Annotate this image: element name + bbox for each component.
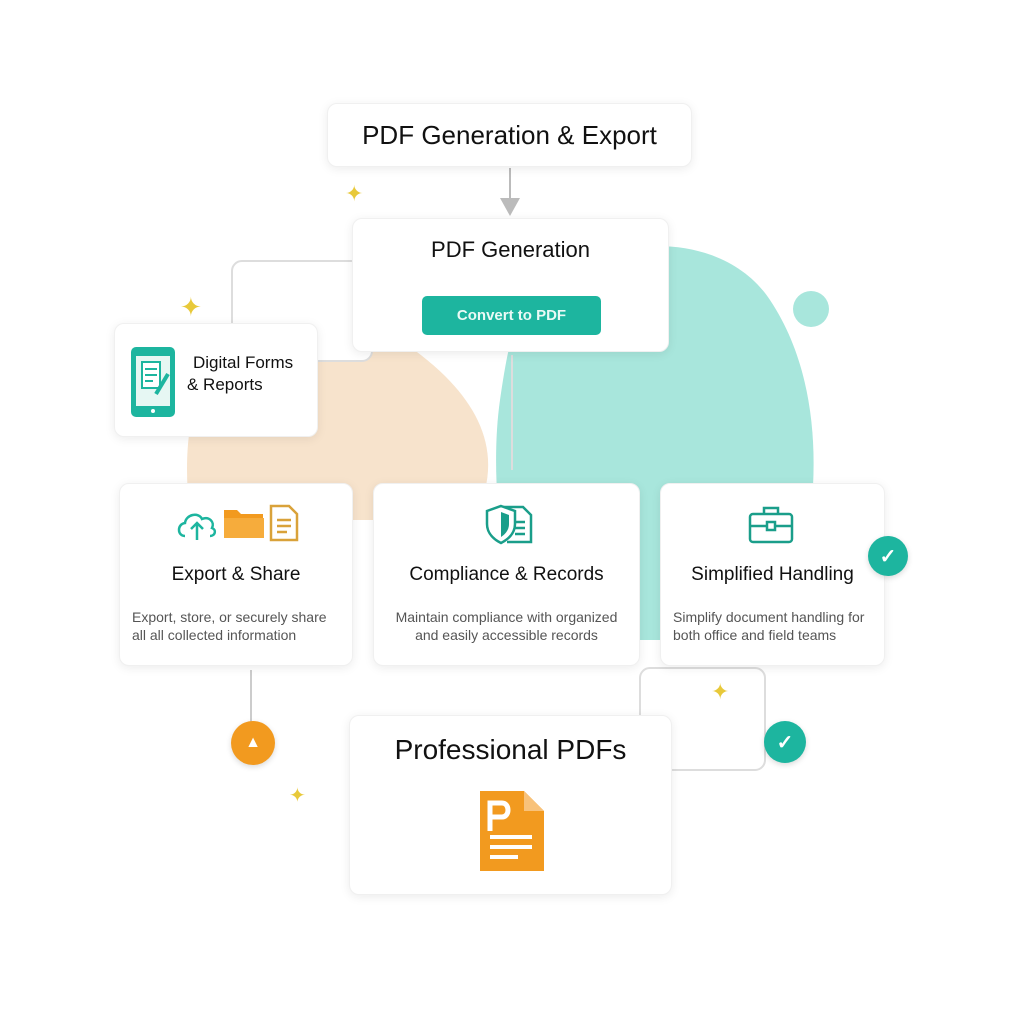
document-icon (269, 504, 299, 542)
orange-badge-icon: ▲ (231, 721, 275, 765)
digital-forms-label: Digital Forms & Reports (187, 352, 293, 396)
header-card: PDF Generation & Export (327, 103, 692, 167)
sparkle-icon: ✦ (345, 181, 364, 206)
professional-pdfs-title: Professional PDFs (394, 734, 627, 765)
check-circle-icon: ✓ (764, 721, 806, 763)
digital-forms-card: Digital Forms & Reports (114, 323, 318, 437)
feature-card-export: Export & Share Export, store, or securel… (119, 483, 353, 666)
feature-card-compliance: Compliance & Records Maintain compliance… (373, 483, 640, 666)
sparkle-icon: ✦ (180, 292, 202, 322)
feature-card-handling: Simplified Handling Simplify document ha… (660, 483, 885, 666)
pdf-file-icon (480, 791, 544, 871)
professional-pdfs-card: Professional PDFs (349, 715, 672, 895)
pdf-generation-title: PDF Generation (431, 237, 590, 262)
feature-title: Export & Share (171, 564, 301, 585)
check-circle-icon: ✓ (868, 536, 908, 576)
feature-description: Export, store, or securely share all all… (132, 609, 327, 643)
sparkle-icon: ✦ (711, 679, 730, 704)
feature-title: Simplified Handling (691, 564, 854, 585)
convert-to-pdf-button[interactable]: Convert to PDF (422, 296, 601, 335)
forms-line-1: Digital Forms (193, 353, 294, 372)
sparkle-icon: ✦ (289, 785, 306, 807)
arrow-head (500, 198, 520, 216)
feature-description: Maintain compliance with organized and e… (395, 609, 618, 643)
mint-dot (793, 291, 829, 327)
shield-document-icon (485, 504, 533, 545)
briefcase-icon (748, 506, 794, 544)
cloud-upload-icon (177, 513, 217, 540)
forms-line-2: & Reports (187, 375, 263, 394)
tablet-form-icon (131, 347, 175, 417)
feature-title: Compliance & Records (409, 564, 604, 585)
folder-icon (224, 510, 264, 538)
feature-description: Simplify document handling for both offi… (673, 609, 865, 643)
page-title: PDF Generation & Export (362, 119, 657, 150)
pdf-generation-card: PDF Generation Convert to PDF (352, 218, 669, 352)
